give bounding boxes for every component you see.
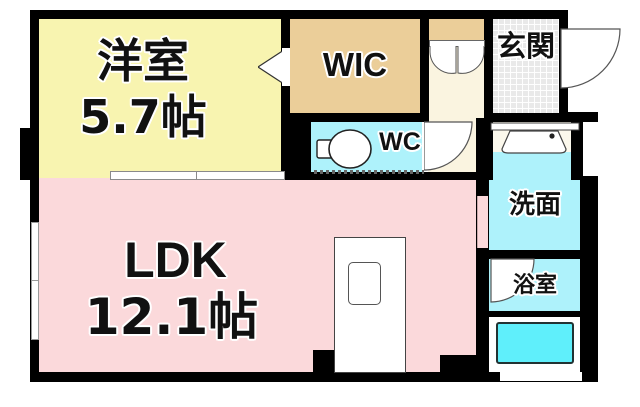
corridor-folding-door-panel[interactable]: [429, 40, 485, 47]
wall-kitchen-nub-left: [313, 350, 336, 373]
wall-wic-corridor: [420, 10, 429, 115]
wall-right-lower: [580, 176, 598, 382]
wall-right-senmen-top: [571, 118, 583, 180]
washbasin-fixture: [490, 122, 580, 154]
ldk-west-window[interactable]: [31, 222, 39, 340]
room-genkan: [492, 18, 560, 118]
wall-wc-left-block: [281, 113, 311, 180]
toilet-fixture: [316, 129, 372, 169]
ldk-washroom-door-opening[interactable]: [477, 196, 488, 248]
corridor-top-tan: [428, 18, 486, 40]
wall-bedroom-wic: [281, 10, 290, 178]
wall-wc-bottom: [281, 172, 429, 180]
kitchen-counter-fixture: [334, 237, 406, 373]
entrance-swing-door[interactable]: [560, 28, 628, 90]
bathtub-fixture: [496, 322, 574, 364]
sliding-door-center-mullion: [196, 171, 197, 180]
corridor-folding-door-arcs[interactable]: [429, 46, 485, 74]
bathroom-swing-door[interactable]: [490, 258, 536, 304]
wc-swing-door[interactable]: [424, 120, 482, 172]
wall-wic-bottom: [281, 113, 429, 122]
ldk-floor-gap: [500, 372, 582, 381]
wall-corridor-bottom: [420, 172, 492, 180]
wall-kitchen-nub-right: [440, 355, 480, 373]
ldk-west-window-mullion: [31, 280, 39, 281]
room-wic: [290, 18, 420, 113]
kitchen-sink-fixture: [348, 262, 381, 305]
wall-bottom-outer: [30, 372, 598, 382]
room-yoshitsu: [38, 18, 286, 178]
wall-senmen-bath: [480, 250, 583, 259]
wall-top-outer: [30, 10, 568, 19]
room-ldk: [38, 178, 313, 372]
wall-right-mid-step: [559, 112, 598, 122]
ldk-bedroom-sliding-door[interactable]: [110, 171, 285, 180]
wall-genkan-bottom: [484, 113, 566, 122]
wall-left-bedroom: [30, 10, 39, 128]
wall-water-zone-left-upper: [476, 118, 489, 176]
wic-door-opening: [282, 48, 290, 86]
wall-left-notch: [20, 128, 39, 180]
room-yoshitsu-notch: [38, 18, 48, 128]
wall-corridor-genkan: [484, 10, 493, 180]
wc-threshold: [314, 170, 424, 174]
wall-bath-tub: [480, 311, 583, 317]
